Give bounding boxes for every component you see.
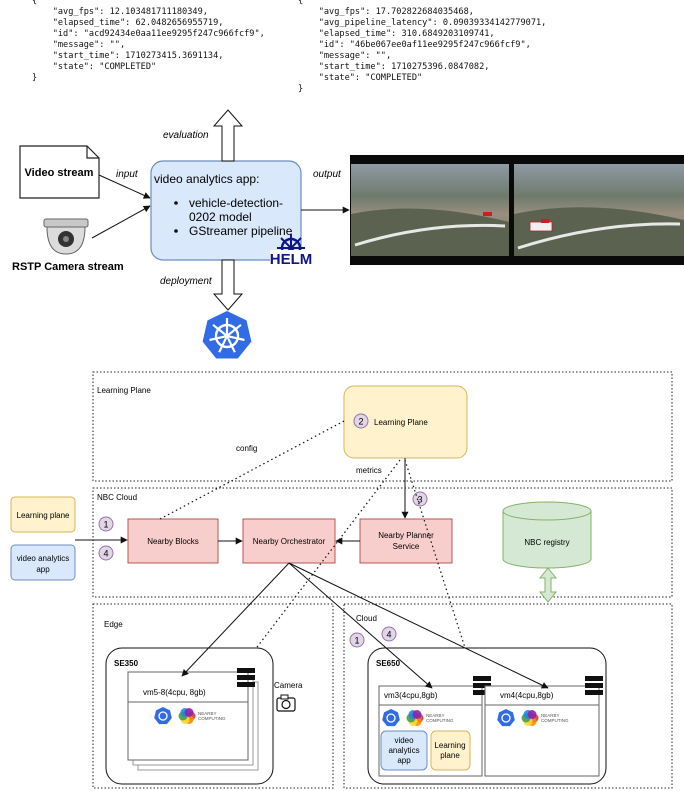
helm-text: HELM (270, 251, 313, 268)
vm4-label: vm4(4cpu,8gb) (500, 691, 554, 700)
nbc-cloud-label: NBC Cloud (97, 493, 137, 502)
nearby-planner-label-2: Service (393, 542, 420, 551)
evaluation-label: evaluation (163, 130, 209, 141)
nbc-registry-cylinder: NBC registry (502, 501, 592, 569)
json-result-left: { "avg_fps": 12.103481711180349, "elapse… (32, 0, 265, 83)
camera-label: Camera (274, 681, 303, 690)
step-badge-2 (353, 413, 369, 429)
svg-text:4: 4 (103, 549, 108, 559)
app-item-model-line2: 0202 model (189, 210, 252, 224)
kubernetes-icon (382, 709, 400, 727)
app-title: video analytics app: (154, 172, 259, 186)
se350-label: SE350 (114, 659, 139, 668)
svg-text:video: video (394, 736, 414, 745)
step-badge-1-cloud (349, 632, 365, 648)
nearby-orchestrator-label: Nearby Orchestrator (253, 537, 326, 546)
metrics-cloud-dotted-line (404, 459, 475, 677)
orchestrator-to-edge-arrow (181, 562, 290, 677)
dome-camera-icon (43, 218, 89, 255)
kubernetes-icon (202, 311, 252, 359)
svg-text:plane: plane (440, 751, 460, 760)
nearby-computing-text-2: COMPUTING (541, 718, 569, 723)
helm-logo-icon: HELM (270, 234, 313, 268)
vm4-card (484, 685, 600, 777)
deployment-arrow (212, 259, 244, 311)
server-rack-icon (473, 676, 491, 695)
nearby-computing-text-1: NEARBY (541, 713, 560, 718)
edge-label: Edge (104, 620, 123, 629)
kubernetes-icon (154, 707, 172, 725)
learning-plane-region (92, 371, 673, 482)
learning-plane-input-box (10, 496, 76, 533)
nbc-registry-label: NBC registry (524, 538, 569, 547)
input-arrow-video (98, 174, 151, 199)
svg-text:3: 3 (417, 495, 422, 505)
server-rack-icon (585, 676, 603, 695)
se650-label: SE650 (376, 659, 401, 668)
nearby-planner-label-1: Nearby Planner (378, 531, 434, 540)
config-dotted-line (159, 420, 345, 520)
svg-text:2: 2 (358, 417, 363, 427)
video-stream-document: Video stream (19, 145, 100, 199)
step-badge-4-cloud (381, 626, 397, 642)
evaluation-arrow (212, 109, 244, 162)
nearby-computing-text-1: NEARBY (426, 713, 445, 718)
edge-vm-label: vm5-8(4cpu, 8gb) (143, 688, 206, 697)
learning-plane-input-label: Learning plane (17, 511, 70, 520)
nearby-computing-logo-icon (521, 710, 539, 726)
step-badge-4-nbc (98, 545, 114, 561)
svg-text:analytics: analytics (388, 746, 419, 755)
input-arrow-camera (91, 205, 151, 239)
config-label: config (236, 444, 257, 453)
nearby-computing-text-2: COMPUTING (198, 716, 226, 721)
nbc-cloud-region (92, 487, 673, 598)
svg-text:1: 1 (103, 520, 108, 530)
video-app-input-label-2: app (36, 565, 50, 574)
svg-text:4: 4 (386, 630, 391, 640)
nearby-computing-text-1: NEARBY (198, 711, 217, 716)
photo-camera-icon (276, 694, 296, 712)
orchestrator-to-vm4-arrow (288, 562, 549, 689)
nearby-computing-text-2: COMPUTING (426, 718, 454, 723)
server-rack-icon (237, 668, 255, 687)
kubernetes-icon (497, 709, 515, 727)
vm3-learning-plane-box (430, 730, 471, 771)
step-badge-1-nbc (98, 516, 114, 532)
output-label: output (313, 169, 342, 180)
svg-text:app: app (397, 756, 411, 765)
camera-stream-label: RSTP Camera stream (12, 261, 124, 273)
vm3-label: vm3(4cpu,8gb) (384, 691, 438, 700)
output-video-frames (350, 155, 684, 265)
nearby-computing-logo-icon (406, 710, 424, 726)
nearby-blocks-label: Nearby Blocks (147, 537, 199, 546)
deployment-label: deployment (160, 276, 213, 287)
video-app-input-box (10, 544, 76, 581)
edge-region (92, 603, 334, 789)
registry-double-arrow (538, 567, 558, 603)
learning-plane-box-label: Learning Plane (374, 418, 428, 427)
svg-text:1: 1 (354, 636, 359, 646)
learning-plane-region-label: Learning Plane (97, 386, 151, 395)
nearby-computing-logo-icon (178, 708, 196, 724)
orchestrator-to-vm3-arrow (288, 562, 433, 689)
svg-text:Learning: Learning (434, 741, 465, 750)
app-item-pipeline: GStreamer pipeline (189, 224, 293, 238)
metrics-edge-dotted-line (237, 459, 401, 673)
json-result-right: { "avg_fps": 17.702822684035468, "avg_pi… (298, 0, 547, 94)
metrics-label: metrics (356, 466, 382, 475)
cloud-label: Cloud (356, 614, 377, 623)
nearby-blocks-box (127, 518, 219, 564)
app-item-model-line1: vehicle-detection- (189, 196, 283, 210)
vm3-video-app-box (380, 730, 428, 771)
cloud-region (343, 603, 673, 789)
input-label: input (116, 169, 139, 180)
video-stream-label: Video stream (25, 167, 94, 179)
video-app-input-label-1: video analytics (17, 554, 69, 563)
nearby-planner-box (359, 518, 453, 564)
